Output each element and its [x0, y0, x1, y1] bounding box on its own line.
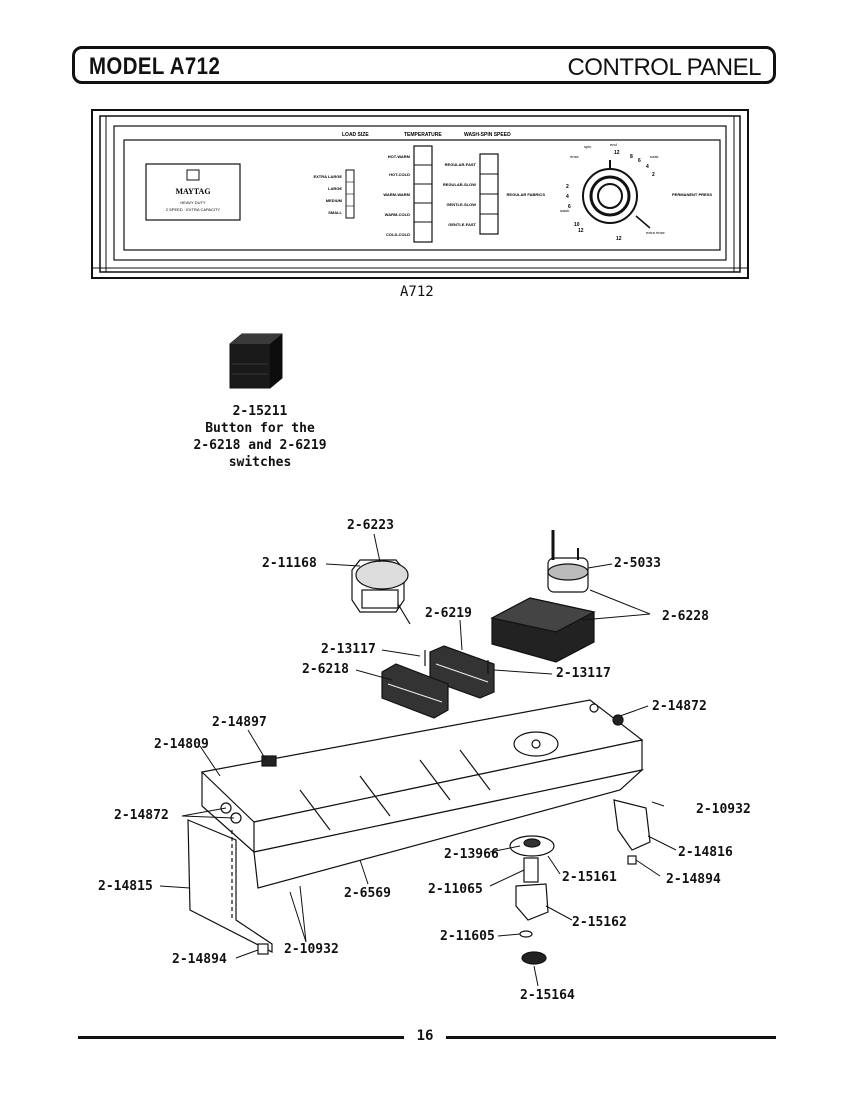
footer-rule-right: [446, 1036, 776, 1039]
callout-2-11168: 2-11168: [262, 556, 317, 571]
dial-top-label-5: wash: [560, 208, 569, 213]
temperature-label-4: WARM-COLD: [385, 212, 410, 217]
dial-top-label-2: spin: [584, 144, 591, 149]
dial-number-8: 2: [566, 184, 569, 190]
dial-number-6: 10: [574, 222, 580, 228]
button-part-caption: 2-15211 Button for the 2-6218 and 2-6219…: [190, 403, 330, 471]
speed-label-2: REGULAR-SLOW: [443, 182, 476, 187]
callout-2-6228: 2-6228: [662, 609, 709, 624]
speed-label-4: GENTLE-FAST: [448, 222, 476, 227]
dial-bottom-label: extra rinse: [646, 230, 665, 235]
page-header: MODEL A712 CONTROL PANEL: [72, 46, 776, 84]
dial-number-7: 12: [578, 228, 584, 234]
callout-2-13117-b: 2-13117: [556, 666, 611, 681]
load-size-selector: EXTRA LARGE LARGE MEDIUM SMALL: [313, 169, 355, 219]
button-part-desc-2: 2-6218 and 2-6219: [193, 438, 327, 453]
dial-number-11: 12: [616, 236, 622, 242]
control-panel-illustration: LOAD SIZE TEMPERATURE WASH-SPIN SPEED MA…: [91, 109, 749, 279]
button-part-desc-1: Button for the: [205, 421, 315, 436]
temperature-label-3: WARM-WARM: [383, 192, 410, 197]
dial-number-10: 6: [568, 204, 571, 210]
dial-number-5: 8: [630, 154, 633, 160]
callout-2-13966: 2-13966: [444, 847, 499, 862]
speed-label-3: GENTLE-SLOW: [446, 202, 476, 207]
dial-number-1: 12: [614, 150, 620, 156]
part-temperature-switch: [351, 559, 411, 625]
page-number: 16: [416, 1028, 434, 1044]
dial-top-label-4: soak: [650, 154, 658, 159]
callout-2-14894-a: 2-14894: [666, 872, 721, 887]
temperature-selector: HOT-WARM HOT-COLD WARM-WARM WARM-COLD CO…: [383, 145, 433, 243]
button-part-number: 2-15211: [232, 404, 288, 419]
callout-2-6569: 2-6569: [344, 886, 391, 901]
load-size-label-2: LARGE: [328, 186, 342, 191]
brand-sub-1: HEAVY DUTY: [180, 200, 206, 205]
part-timer: [490, 530, 596, 663]
footer-rule-left: [78, 1036, 404, 1039]
callout-2-11605: 2-11605: [440, 929, 495, 944]
dial-side-right: PERMANENT PRESS: [672, 192, 712, 197]
panel-heading-temperature: TEMPERATURE: [404, 132, 442, 138]
dial-number-9: 4: [566, 194, 569, 200]
button-part-desc-3: switches: [228, 455, 292, 470]
dial-number-3: 4: [646, 164, 649, 170]
callout-2-14815: 2-14815: [98, 879, 153, 894]
callout-2-14809: 2-14809: [154, 737, 209, 752]
model-title: MODEL A712: [89, 53, 221, 80]
callout-2-15161: 2-15161: [562, 870, 617, 885]
brand-badge: MAYTAG HEAVY DUTY 2 SPEED · EXTRA CAPACI…: [145, 163, 241, 221]
load-size-label-3: MEDIUM: [326, 198, 343, 203]
callout-2-11065: 2-11065: [428, 882, 483, 897]
callout-2-14894-b: 2-14894: [172, 952, 227, 967]
dial-side-left: REGULAR FABRICS: [507, 192, 546, 197]
brand-name: MAYTAG: [175, 187, 210, 196]
temperature-label-1: HOT-WARM: [388, 154, 411, 159]
part-console-bracket: [200, 699, 645, 889]
section-title: CONTROL PANEL: [567, 54, 761, 81]
part-cam-assembly: [509, 835, 555, 965]
dial-top-label-3: end: [610, 142, 617, 147]
part-side-bracket-left: [187, 819, 273, 953]
callout-2-15162: 2-15162: [572, 915, 627, 930]
callout-2-14872-a: 2-14872: [652, 699, 707, 714]
load-size-label-4: SMALL: [328, 210, 342, 215]
callout-2-14897: 2-14897: [212, 715, 267, 730]
callout-2-6218: 2-6218: [302, 662, 349, 677]
part-side-bracket-right: [613, 799, 651, 851]
dial-number-4: 6: [638, 158, 641, 164]
dial-number-2: 2: [652, 172, 655, 178]
callout-2-14872-b: 2-14872: [114, 808, 169, 823]
callout-2-10932-b: 2-10932: [284, 942, 339, 957]
timer-dial: REGULAR FABRICS PERMANENT PRESS rinse sp…: [507, 142, 713, 242]
brand-sub-2: 2 SPEED · EXTRA CAPACITY: [166, 207, 221, 212]
callout-2-6223: 2-6223: [347, 518, 394, 533]
callout-2-14816: 2-14816: [678, 845, 733, 860]
temperature-label-2: HOT-COLD: [389, 172, 410, 177]
panel-heading-speed: WASH-SPIN SPEED: [464, 132, 511, 138]
speed-selector: REGULAR-FAST REGULAR-SLOW GENTLE-SLOW GE…: [443, 153, 499, 235]
callout-2-6219: 2-6219: [425, 606, 472, 621]
dial-top-label-1: rinse: [570, 154, 579, 159]
button-part-image: [229, 333, 283, 389]
part-switch-6218: [381, 663, 449, 719]
callout-2-10932-a: 2-10932: [696, 802, 751, 817]
panel-caption: A712: [400, 284, 434, 300]
callout-2-15164: 2-15164: [520, 988, 575, 1003]
callout-2-13117-a: 2-13117: [321, 642, 376, 657]
panel-heading-load-size: LOAD SIZE: [342, 132, 369, 138]
load-size-label-1: EXTRA LARGE: [313, 174, 342, 179]
speed-label-1: REGULAR-FAST: [445, 162, 477, 167]
temperature-label-5: COLD-COLD: [386, 232, 410, 237]
callout-2-5033: 2-5033: [614, 556, 661, 571]
